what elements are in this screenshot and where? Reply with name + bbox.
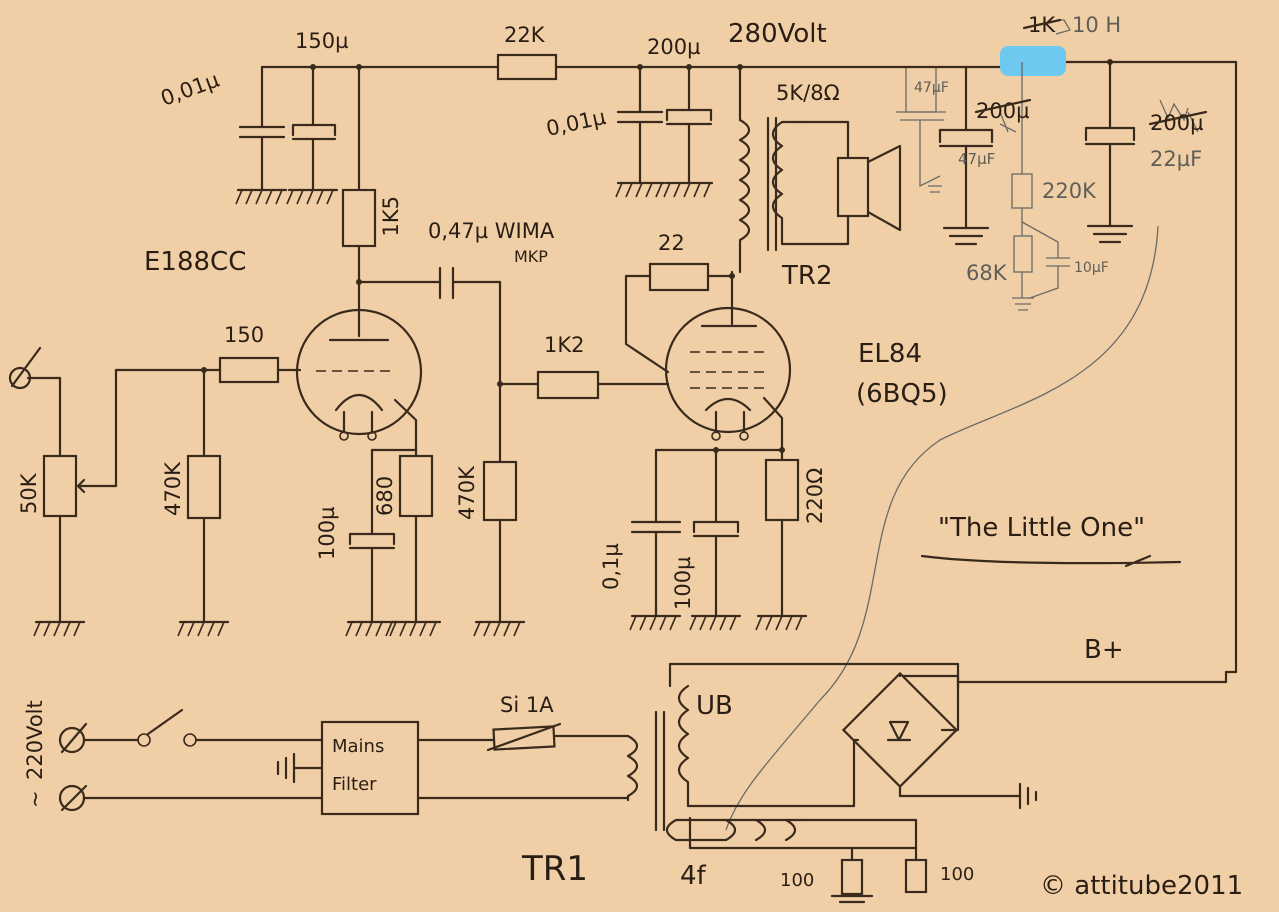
pencil-modifications — [725, 19, 1199, 831]
label-pot: 50K — [17, 472, 41, 514]
label-r220k: 220K — [1042, 179, 1097, 203]
input-filter-caps — [235, 65, 339, 205]
label-choke: 10 H — [1072, 13, 1121, 37]
label-r1k2: 1K2 — [544, 333, 585, 357]
label-ub: UB — [696, 691, 733, 721]
label-title: "The Little One" — [938, 513, 1145, 543]
resistor-1k5 — [341, 188, 377, 248]
strike-1k — [1022, 18, 1062, 30]
label-c047: 0,47µ WIMA — [428, 219, 555, 243]
label-tube2b: (6BQ5) — [856, 379, 948, 409]
label-c001-left: 0,01µ — [158, 68, 223, 111]
label-tilde: ~ — [23, 790, 47, 808]
strike-200u-2 — [1148, 110, 1208, 126]
cathode-network-2 — [629, 447, 808, 631]
label-tr2: TR2 — [781, 261, 833, 291]
label-c10u: 10µF — [1074, 260, 1109, 276]
label-c001-right: 0,01µ — [544, 105, 608, 141]
label-c200u-top: 200µ — [647, 35, 700, 59]
label-c150u: 150µ — [295, 29, 348, 53]
label-r1k5: 1K5 — [379, 196, 403, 237]
label-tr1: TR1 — [521, 849, 588, 889]
strike-200u-1 — [974, 98, 1032, 114]
label-c100u: 100µ — [315, 507, 339, 560]
label-mains: 220Volt — [23, 700, 47, 780]
label-r68k: 68K — [966, 261, 1008, 285]
cathode-network-1 — [345, 448, 442, 637]
title-underline — [920, 554, 1182, 568]
label-r220: 220Ω — [803, 468, 827, 524]
label-fuse: Si 1A — [500, 693, 554, 717]
label-mkp: MKP — [514, 247, 548, 266]
label-c01u: 0,1µ — [599, 543, 623, 590]
label-copyright: © attitube2011 — [1040, 871, 1243, 901]
label-ot: 5K/8Ω — [776, 81, 840, 105]
label-bplus: B+ — [1084, 635, 1124, 665]
label-filter2: Filter — [332, 774, 377, 795]
label-filter1: Mains — [332, 736, 384, 757]
label-c100u-b: 100µ — [671, 557, 695, 610]
resistor-22k — [496, 53, 558, 81]
label-r22: 22 — [658, 231, 685, 255]
tube-el84 — [624, 262, 792, 452]
output-transformer-tr2 — [738, 65, 902, 274]
label-tube2: EL84 — [858, 339, 922, 369]
label-c47b: 47µF — [958, 150, 995, 168]
label-tube1: E188CC — [144, 247, 246, 277]
supply-caps — [938, 60, 1136, 246]
choke-highlight — [1000, 46, 1066, 76]
grid-resistor-el84 — [473, 370, 670, 637]
mains-filter-box — [320, 720, 420, 816]
label-280volt: 280Volt — [728, 19, 827, 49]
tube-e188cc — [295, 308, 423, 452]
label-r100a: 100 — [780, 870, 814, 891]
label-r22k: 22K — [504, 23, 546, 47]
label-c22u: 22µF — [1150, 147, 1202, 171]
power-supply — [58, 662, 1238, 904]
anode-filter-caps — [615, 65, 714, 198]
label-r470k-a: 470K — [161, 461, 185, 516]
input-stage — [8, 346, 302, 637]
label-r470k-b: 470K — [455, 465, 479, 520]
label-r680: 680 — [373, 476, 397, 516]
label-r150: 150 — [224, 323, 264, 347]
label-r100b: 100 — [940, 864, 974, 885]
label-heater: 4f — [680, 861, 707, 891]
coupling-cap-047u — [438, 266, 502, 464]
label-c47a: 47µF — [914, 80, 949, 96]
